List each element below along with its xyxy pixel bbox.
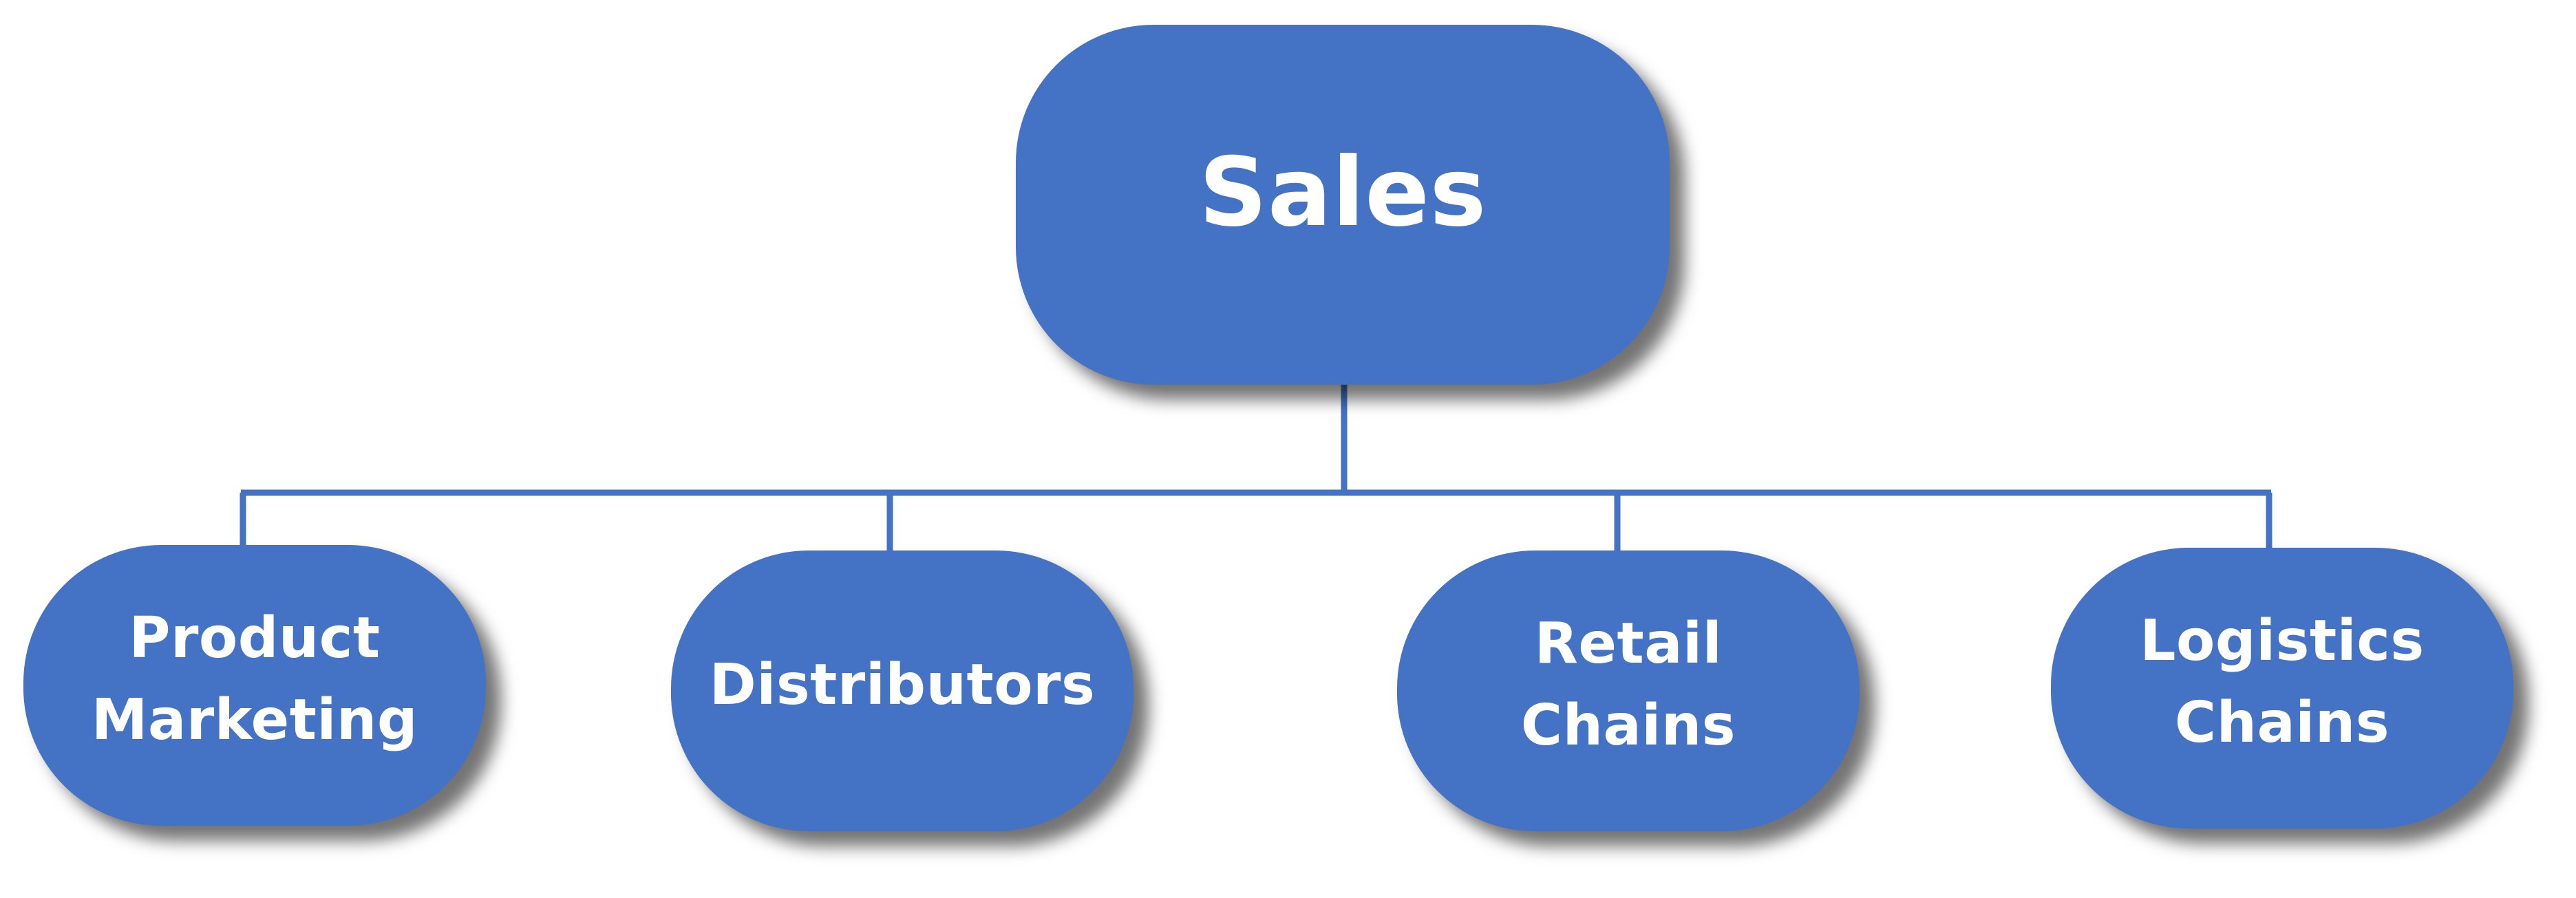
child-node-product-marketing: Product Marketing: [23, 545, 486, 826]
child-node-retail-chains: Retail Chains: [1397, 550, 1860, 831]
child-node-label: Product Marketing: [91, 606, 418, 753]
child-node-label: Distributors: [709, 652, 1096, 718]
child-node-label: Logistics Chains: [2140, 608, 2425, 756]
root-node-label: Sales: [1198, 137, 1487, 248]
child-node-label: Retail Chains: [1520, 611, 1736, 758]
root-node-sales: Sales: [1016, 25, 1670, 385]
child-node-logistics-chains: Logistics Chains: [2051, 548, 2513, 828]
child-node-distributors: Distributors: [671, 550, 1133, 831]
